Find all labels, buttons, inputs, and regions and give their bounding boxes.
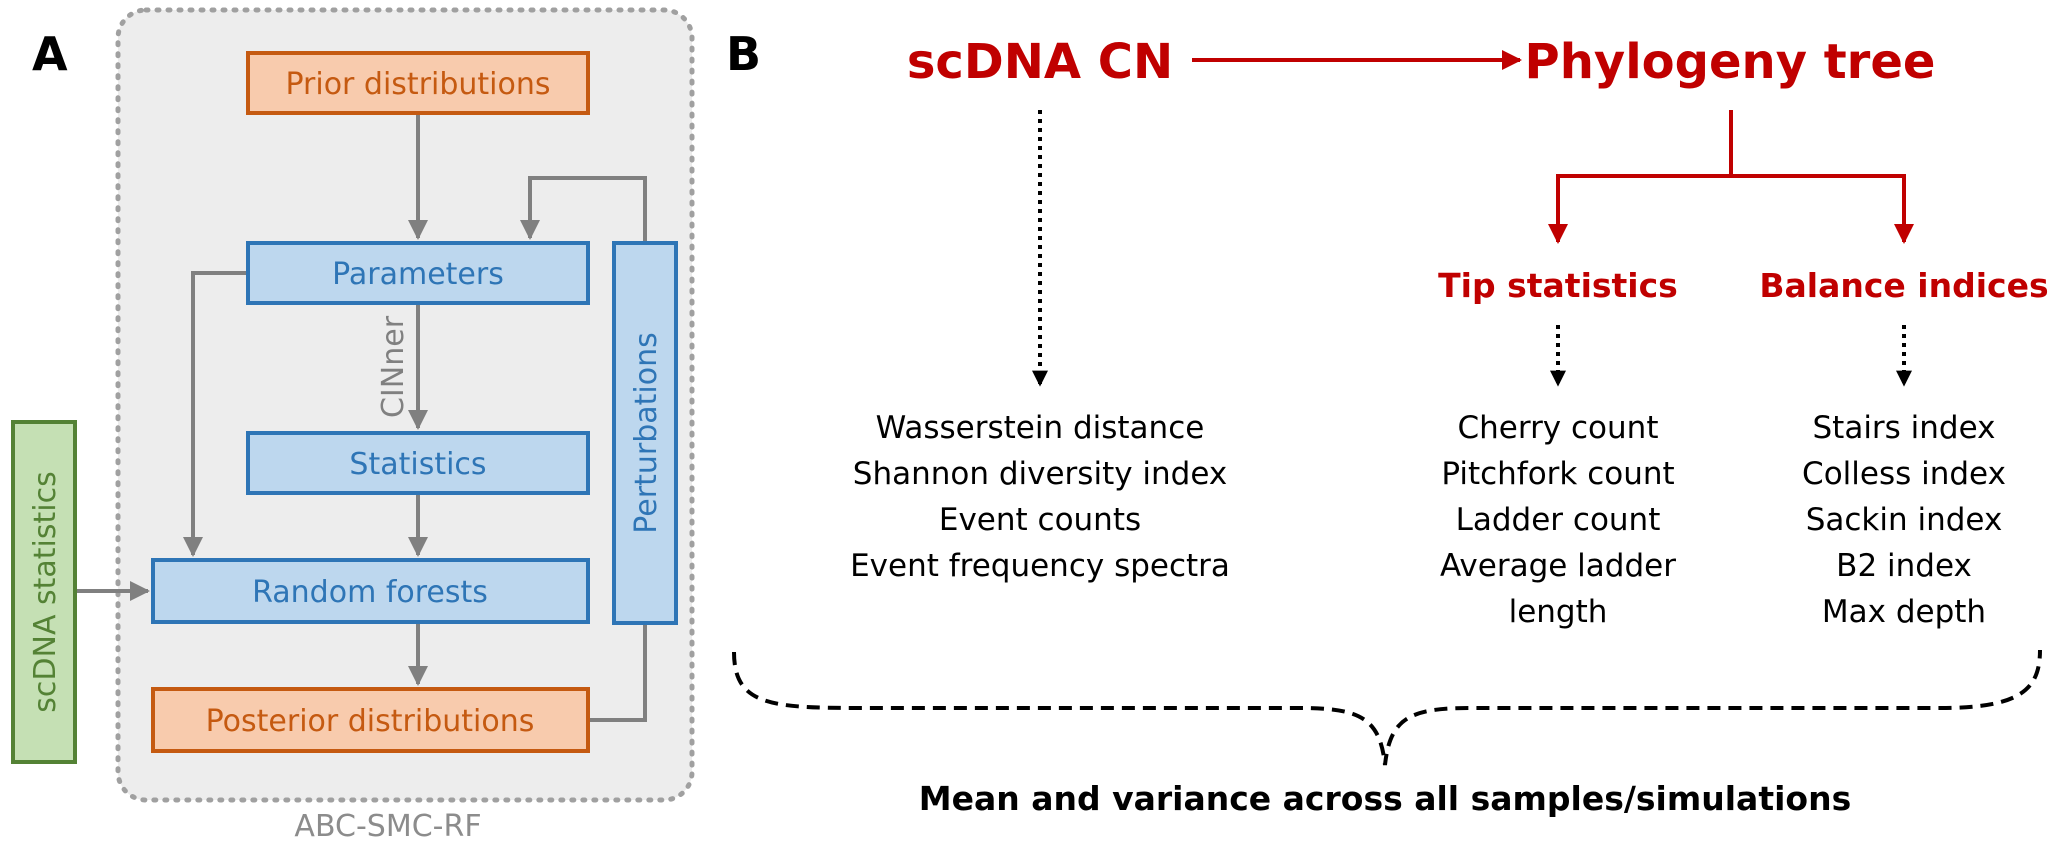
- balance-index-item: Sackin index: [1806, 502, 2003, 538]
- tip-statistic-item: length: [1509, 594, 1608, 630]
- balance-index-item: Colless index: [1802, 456, 2006, 492]
- statistics-box: [246, 431, 590, 495]
- perturbations-label: Perturbations: [629, 332, 664, 533]
- panel-a-arrows: [77, 115, 647, 722]
- tip-statistic-item: Ladder count: [1456, 502, 1661, 538]
- cn-statistic-item: Shannon diversity index: [853, 456, 1227, 492]
- panel-a-label: A: [32, 27, 68, 81]
- scdna-statistics-box: [11, 420, 77, 764]
- tip-statistics-title: Tip statistics: [1438, 266, 1678, 305]
- statistics-label: Statistics: [349, 447, 486, 482]
- line-posterior-to-perturbations: [590, 625, 647, 722]
- cn-statistic-item: Event counts: [939, 502, 1141, 538]
- scdna-statistics-label: scDNA statistics: [28, 471, 63, 712]
- summary-brace: [732, 649, 2042, 766]
- cn-statistic-item: Wasserstein distance: [876, 410, 1205, 446]
- cinner-label: CINner: [376, 315, 411, 418]
- phylogeny-tree-title: Phylogeny tree: [1525, 34, 1936, 90]
- phylogeny-branches: [1548, 110, 1914, 244]
- balance-index-item: B2 index: [1836, 548, 1972, 584]
- dotted-arrows: [1032, 110, 1912, 387]
- balance-indices-title: Balance indices: [1759, 266, 2048, 305]
- tip-statistic-item: Average ladder: [1440, 548, 1676, 584]
- balance-index-item: Stairs index: [1812, 410, 1995, 446]
- summary-label: Mean and variance across all samples/sim…: [919, 779, 1851, 818]
- cn-statistic-item: Event frequency spectra: [850, 548, 1230, 584]
- prior-distributions-box: [246, 51, 590, 115]
- balance-index-item: Max depth: [1822, 594, 1986, 630]
- posterior-distributions-box: [151, 687, 590, 753]
- random-forests-label: Random forests: [252, 575, 488, 610]
- tip-statistic-item: Pitchfork count: [1441, 456, 1674, 492]
- arrow-parameters-to-random-forests: [183, 271, 246, 557]
- container-label: ABC-SMC-RF: [294, 809, 481, 844]
- parameters-box: [246, 241, 590, 305]
- random-forests-box: [151, 558, 590, 624]
- panel-b-label: B: [726, 27, 761, 81]
- posterior-distributions-label: Posterior distributions: [206, 704, 535, 739]
- prior-distributions-label: Prior distributions: [285, 67, 550, 102]
- perturbations-box: [612, 241, 678, 625]
- parameters-label: Parameters: [332, 257, 504, 292]
- tip-statistic-item: Cherry count: [1458, 410, 1659, 446]
- scdna-cn-title: scDNA CN: [907, 34, 1173, 90]
- arrow-perturbations-to-parameters: [520, 176, 647, 241]
